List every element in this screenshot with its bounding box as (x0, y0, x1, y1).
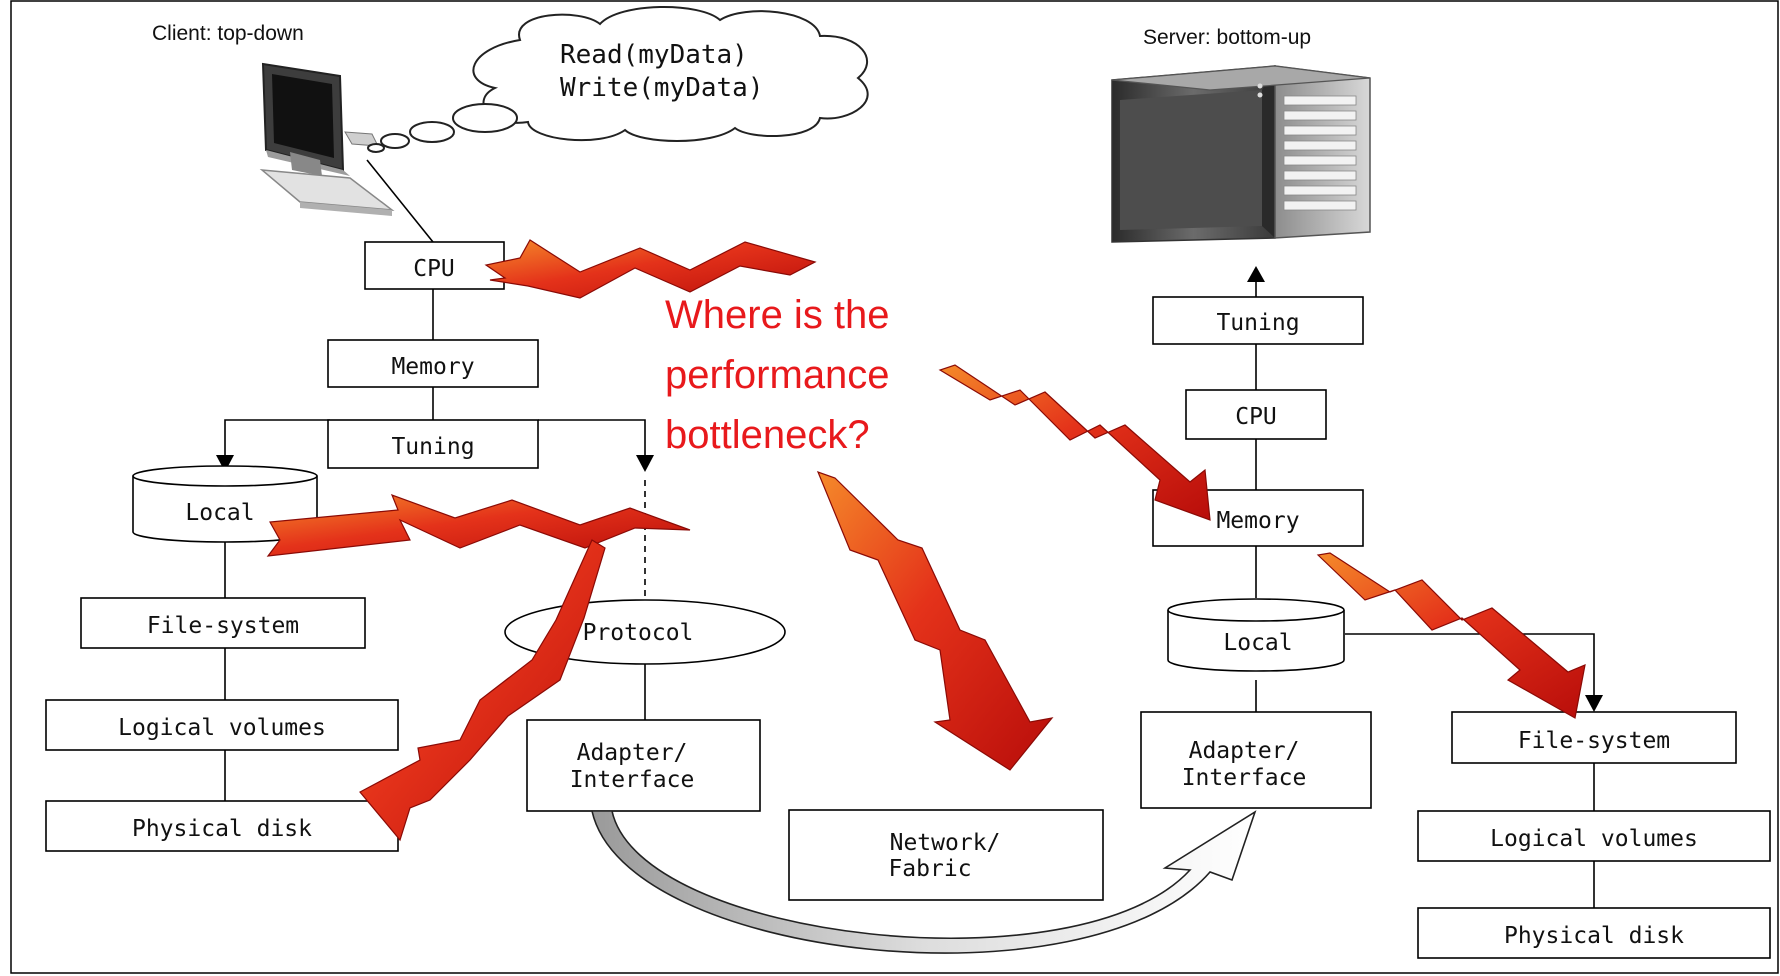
client-adapter-line2: Interface (570, 767, 695, 793)
network-line2: Fabric (888, 856, 971, 882)
bolt-to-client-disk (359, 539, 606, 842)
server-adapter-line1: Adapter/ (1189, 738, 1300, 764)
server-caption: Server: bottom-up (1143, 26, 1311, 49)
client-physical-disk-label: Physical disk (132, 816, 312, 842)
server-filesystem-box: File-system (1451, 711, 1737, 764)
server-logical-volumes-label: Logical volumes (1490, 826, 1698, 852)
client-computer-icon (259, 62, 395, 216)
server-logical-volumes-box: Logical volumes (1417, 810, 1771, 862)
client-adapter-box: Adapter/ Interface (526, 719, 761, 812)
arrowhead-to-protocol (636, 455, 654, 472)
server-adapter-line2: Interface (1182, 765, 1307, 791)
question-line2: performance (665, 353, 890, 397)
question-line3: bottleneck? (665, 413, 870, 457)
bolt-to-client-cpu (484, 239, 817, 299)
client-filesystem-label: File-system (147, 613, 299, 639)
server-cpu-label: CPU (1235, 404, 1277, 430)
client-memory-box: Memory (327, 339, 539, 388)
server-tower-icon (1111, 65, 1371, 243)
client-local-cylinder: Local (132, 465, 318, 543)
client-cpu-label: CPU (413, 256, 455, 282)
protocol-label: Protocol (583, 620, 694, 646)
server-local-cylinder: Local (1167, 598, 1345, 672)
server-physical-disk-box: Physical disk (1417, 907, 1771, 959)
bolt-to-server-filesystem (1316, 552, 1586, 719)
arrowhead-to-local (216, 455, 234, 472)
question-line1: Where is the (665, 293, 890, 337)
client-physical-disk-box: Physical disk (45, 800, 399, 852)
bolt-to-server-memory (938, 364, 1211, 521)
thought-write: Write(myData) (560, 73, 764, 103)
outer-frame (10, 0, 1779, 974)
client-caption: Client: top-down (152, 22, 304, 45)
server-up-arrowhead (1247, 266, 1265, 282)
client-memory-label: Memory (391, 354, 474, 380)
server-tuning-label: Tuning (1216, 310, 1299, 336)
client-local-label: Local (185, 500, 254, 526)
server-physical-disk-label: Physical disk (1504, 923, 1684, 949)
server-tuning-box: Tuning (1152, 296, 1364, 345)
bolt-to-client-local (266, 493, 691, 557)
server-cpu-box: CPU (1185, 389, 1327, 440)
client-tuning-label: Tuning (391, 434, 474, 460)
server-adapter-box: Adapter/ Interface (1140, 711, 1372, 809)
server-local-label: Local (1223, 630, 1292, 656)
arrowhead-to-server-filesystem (1585, 695, 1603, 712)
bolt-to-network (816, 470, 1054, 771)
client-logical-volumes-box: Logical volumes (45, 699, 399, 751)
network-fabric-box: Network/ Fabric (788, 809, 1104, 901)
bottleneck-bolts (266, 239, 1586, 842)
client-filesystem-box: File-system (80, 597, 366, 649)
network-curve-arrow (591, 810, 1257, 954)
server-memory-label: Memory (1216, 508, 1299, 534)
client-adapter-line1: Adapter/ (577, 740, 688, 766)
client-connectors (224, 159, 646, 801)
client-cpu-box: CPU (364, 241, 505, 290)
thought-read: Read(myData) (560, 40, 748, 70)
thought-bubble (367, 6, 869, 153)
server-connectors (1255, 282, 1595, 908)
client-tuning-box: Tuning (327, 419, 539, 469)
client-logical-volumes-label: Logical volumes (118, 715, 326, 741)
server-filesystem-label: File-system (1518, 728, 1670, 754)
network-line1: Network/ (890, 830, 1001, 856)
